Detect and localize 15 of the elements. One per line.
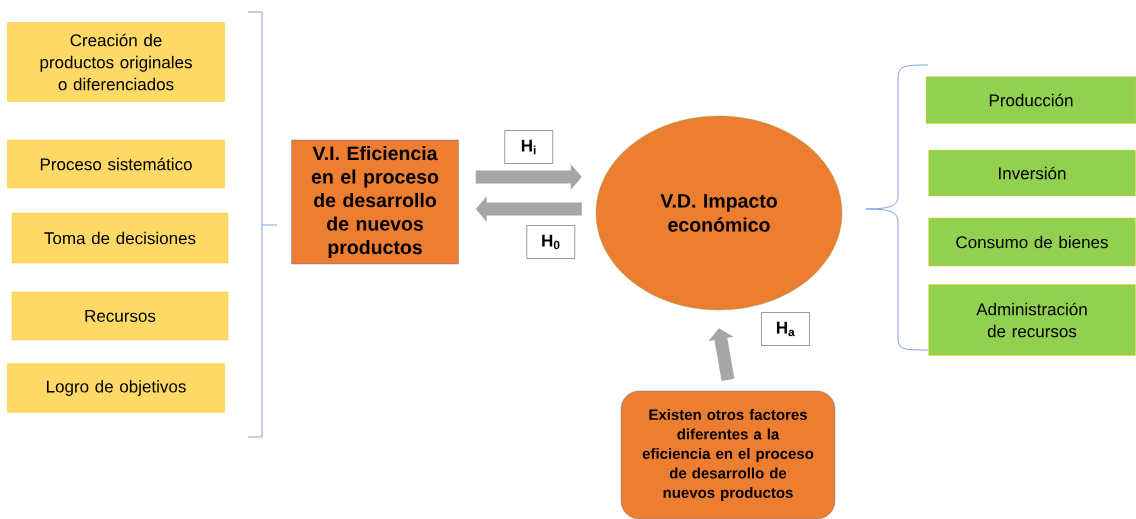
factor-box: Existen otros factores diferentes a la eficiencia en el proceso de desarrollo de nuevos productos	[620, 390, 836, 519]
factor-box: Recursos	[11, 291, 229, 341]
variable-box: V.I. Eficiencia en el proceso de desarrollo de nuevos productos	[291, 139, 459, 265]
hypothesis-label: H$_{i}$	[504, 130, 553, 164]
factor-box: Creación de productos originales o diferenciados	[7, 22, 225, 102]
indicator-box: Administración de recursos	[928, 284, 1136, 356]
factor-box: Proceso sistemático	[7, 139, 225, 189]
hypothesis-label: H$_{a}$	[761, 312, 810, 346]
factor-box: Toma de decisiones	[11, 212, 229, 264]
indicator-box: Producción	[925, 76, 1136, 124]
block-arrow	[708, 328, 735, 381]
indicator-box: Inversión	[928, 149, 1136, 197]
indicator-box: Consumo de bienes	[928, 217, 1136, 267]
factor-box: Logro de objetivos	[7, 363, 225, 413]
hypothesis-label: H$_{0}$	[526, 225, 575, 259]
